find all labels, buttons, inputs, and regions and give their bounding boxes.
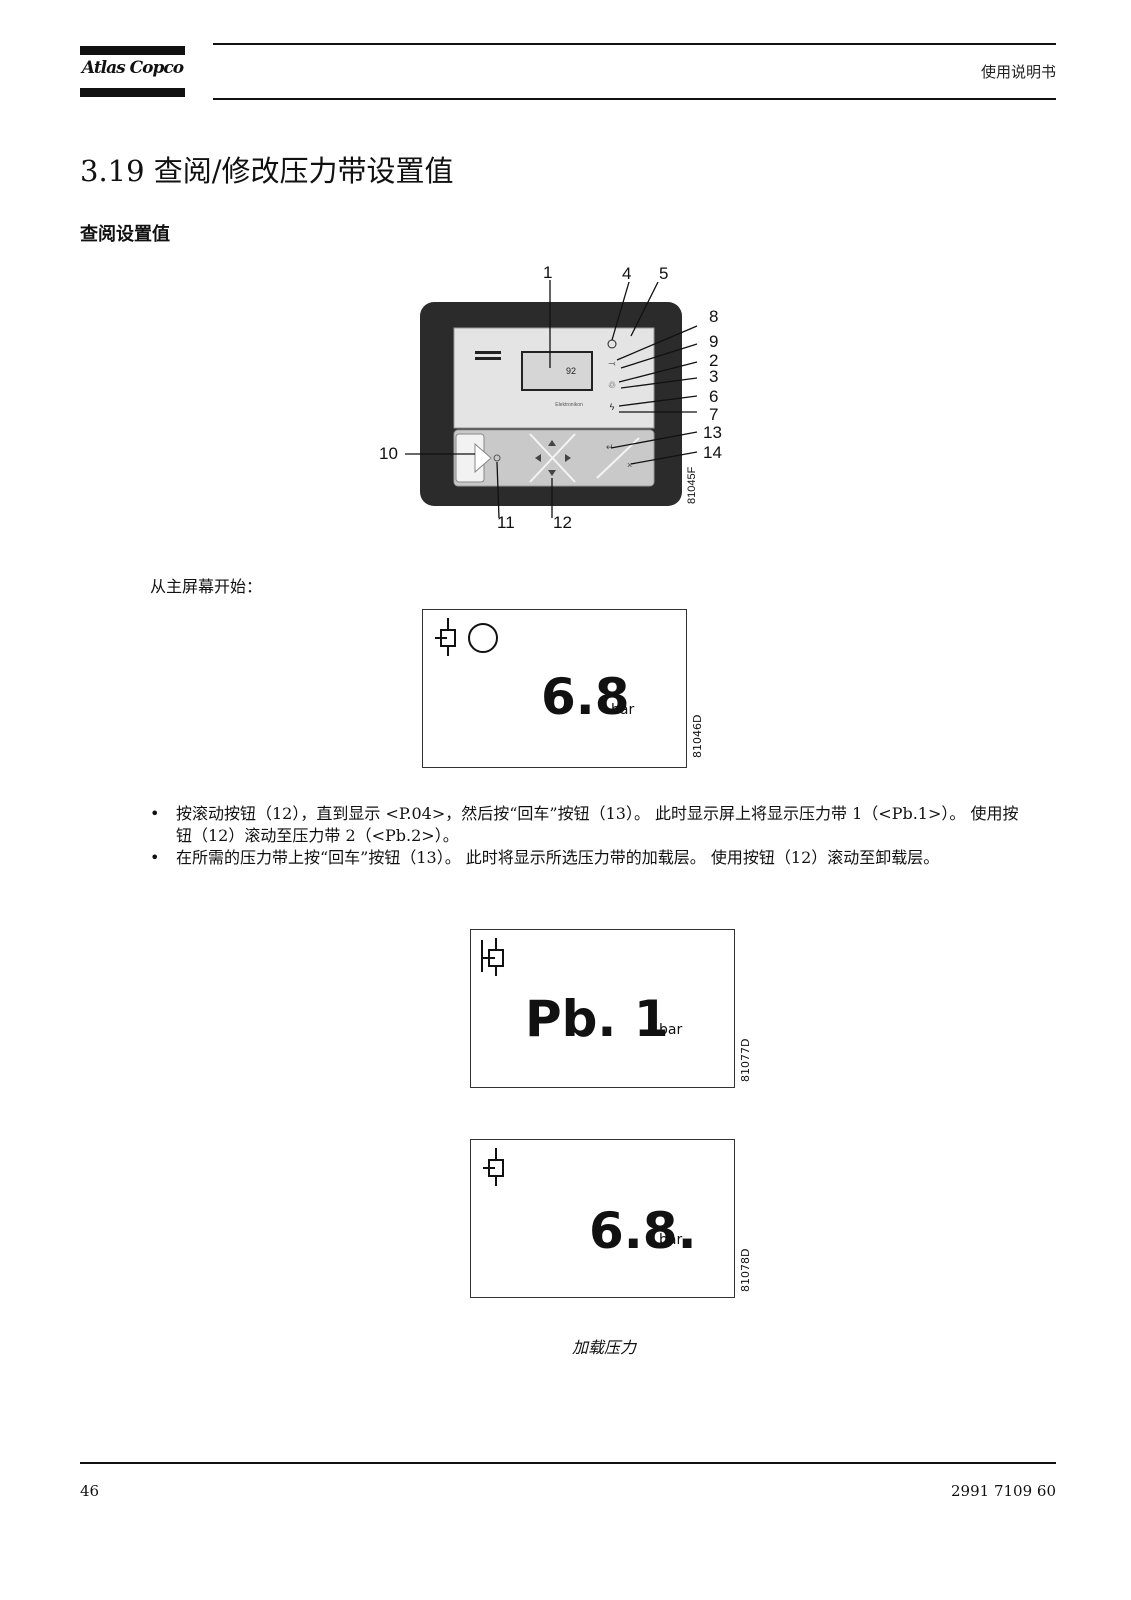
display-loading-pressure: 6.8. bar 81078D: [470, 1139, 752, 1298]
footer-rule: [80, 1462, 1056, 1464]
figure-caption: 加载压力: [571, 1338, 636, 1357]
display-main-value: 6.8: [541, 668, 630, 726]
svg-text:×: ×: [627, 460, 632, 470]
controller-figure: 92 Elektronikon ⤙ ♲ ϟ ↵ ×: [375, 258, 755, 540]
callout-2: 2: [709, 351, 718, 370]
display-pressure-band: Pb. 1 bar 81077D: [470, 929, 752, 1088]
intro-text: 从主屏幕开始：: [150, 577, 263, 596]
display-loading-pressure-value: 6.8.: [589, 1202, 697, 1260]
logo-bar-bottom: [80, 88, 185, 97]
display-loading-pressure-unit: bar: [659, 1232, 682, 1248]
svg-text:⤙: ⤙: [608, 358, 615, 368]
display-main-unit: bar: [611, 702, 634, 718]
callout-9: 9: [709, 332, 718, 351]
svg-text:♲: ♲: [608, 380, 616, 390]
display-loading-pressure-code: 81078D: [739, 1248, 752, 1292]
callout-1: 1: [543, 263, 552, 282]
instruction-list: 按滚动按钮（12），直到显示 <P.04>，然后按“回车”按钮（13）。 此时显…: [148, 803, 1028, 869]
logo-bar-top: [80, 46, 185, 55]
instruction-item: 在所需的压力带上按“回车”按钮（13）。 此时将显示所选压力带的加载层。 使用按…: [148, 847, 1028, 869]
logo-wordmark: Atlas Copco: [81, 58, 184, 78]
callout-7: 7: [709, 405, 718, 424]
callout-6: 6: [709, 387, 718, 406]
callout-10: 10: [379, 444, 398, 463]
section-title: 3.19 查阅/修改压力带设置值: [80, 154, 454, 188]
display-pressure-band-drawing: Pb. 1 bar: [481, 938, 682, 1048]
display-main-screen: 6.8 bar 81046D: [422, 609, 704, 768]
callout-3: 3: [709, 367, 718, 386]
callout-8: 8: [709, 307, 718, 326]
callout-12: 12: [553, 513, 572, 532]
callout-5: 5: [659, 264, 668, 283]
controller-lcd-value: 92: [566, 366, 576, 376]
document-type: 使用说明书: [980, 63, 1056, 81]
atlas-copco-logo: Atlas Copco: [80, 46, 185, 100]
callout-14: 14: [703, 443, 722, 462]
header-rule-top: [213, 43, 1056, 45]
header-rule-bottom: [213, 98, 1056, 100]
display-pressure-band-unit: bar: [659, 1022, 682, 1038]
svg-text:↵: ↵: [606, 442, 614, 452]
instruction-item: 按滚动按钮（12），直到显示 <P.04>，然后按“回车”按钮（13）。 此时显…: [148, 803, 1028, 847]
display-loading-pressure-drawing: 6.8. bar: [483, 1148, 697, 1260]
subheading: 查阅设置值: [80, 224, 170, 245]
controller-drawing: 92 Elektronikon ⤙ ♲ ϟ ↵ ×: [379, 263, 722, 532]
document-number: 2991 7109 60: [951, 1482, 1056, 1500]
controller-figure-code: 81045F: [686, 466, 698, 504]
page-number: 46: [80, 1482, 100, 1500]
display-pressure-band-code: 81077D: [739, 1038, 752, 1082]
display-main-code: 81046D: [691, 714, 704, 758]
svg-text:Elektronikon: Elektronikon: [555, 402, 583, 408]
display-pressure-band-value: Pb. 1: [525, 990, 669, 1048]
svg-text:ϟ: ϟ: [610, 402, 615, 412]
callout-4: 4: [622, 264, 631, 283]
callout-11: 11: [497, 513, 515, 532]
controller-lcd: [521, 351, 593, 391]
display-main-drawing: 6.8 bar: [435, 618, 634, 726]
callout-13: 13: [703, 423, 722, 442]
